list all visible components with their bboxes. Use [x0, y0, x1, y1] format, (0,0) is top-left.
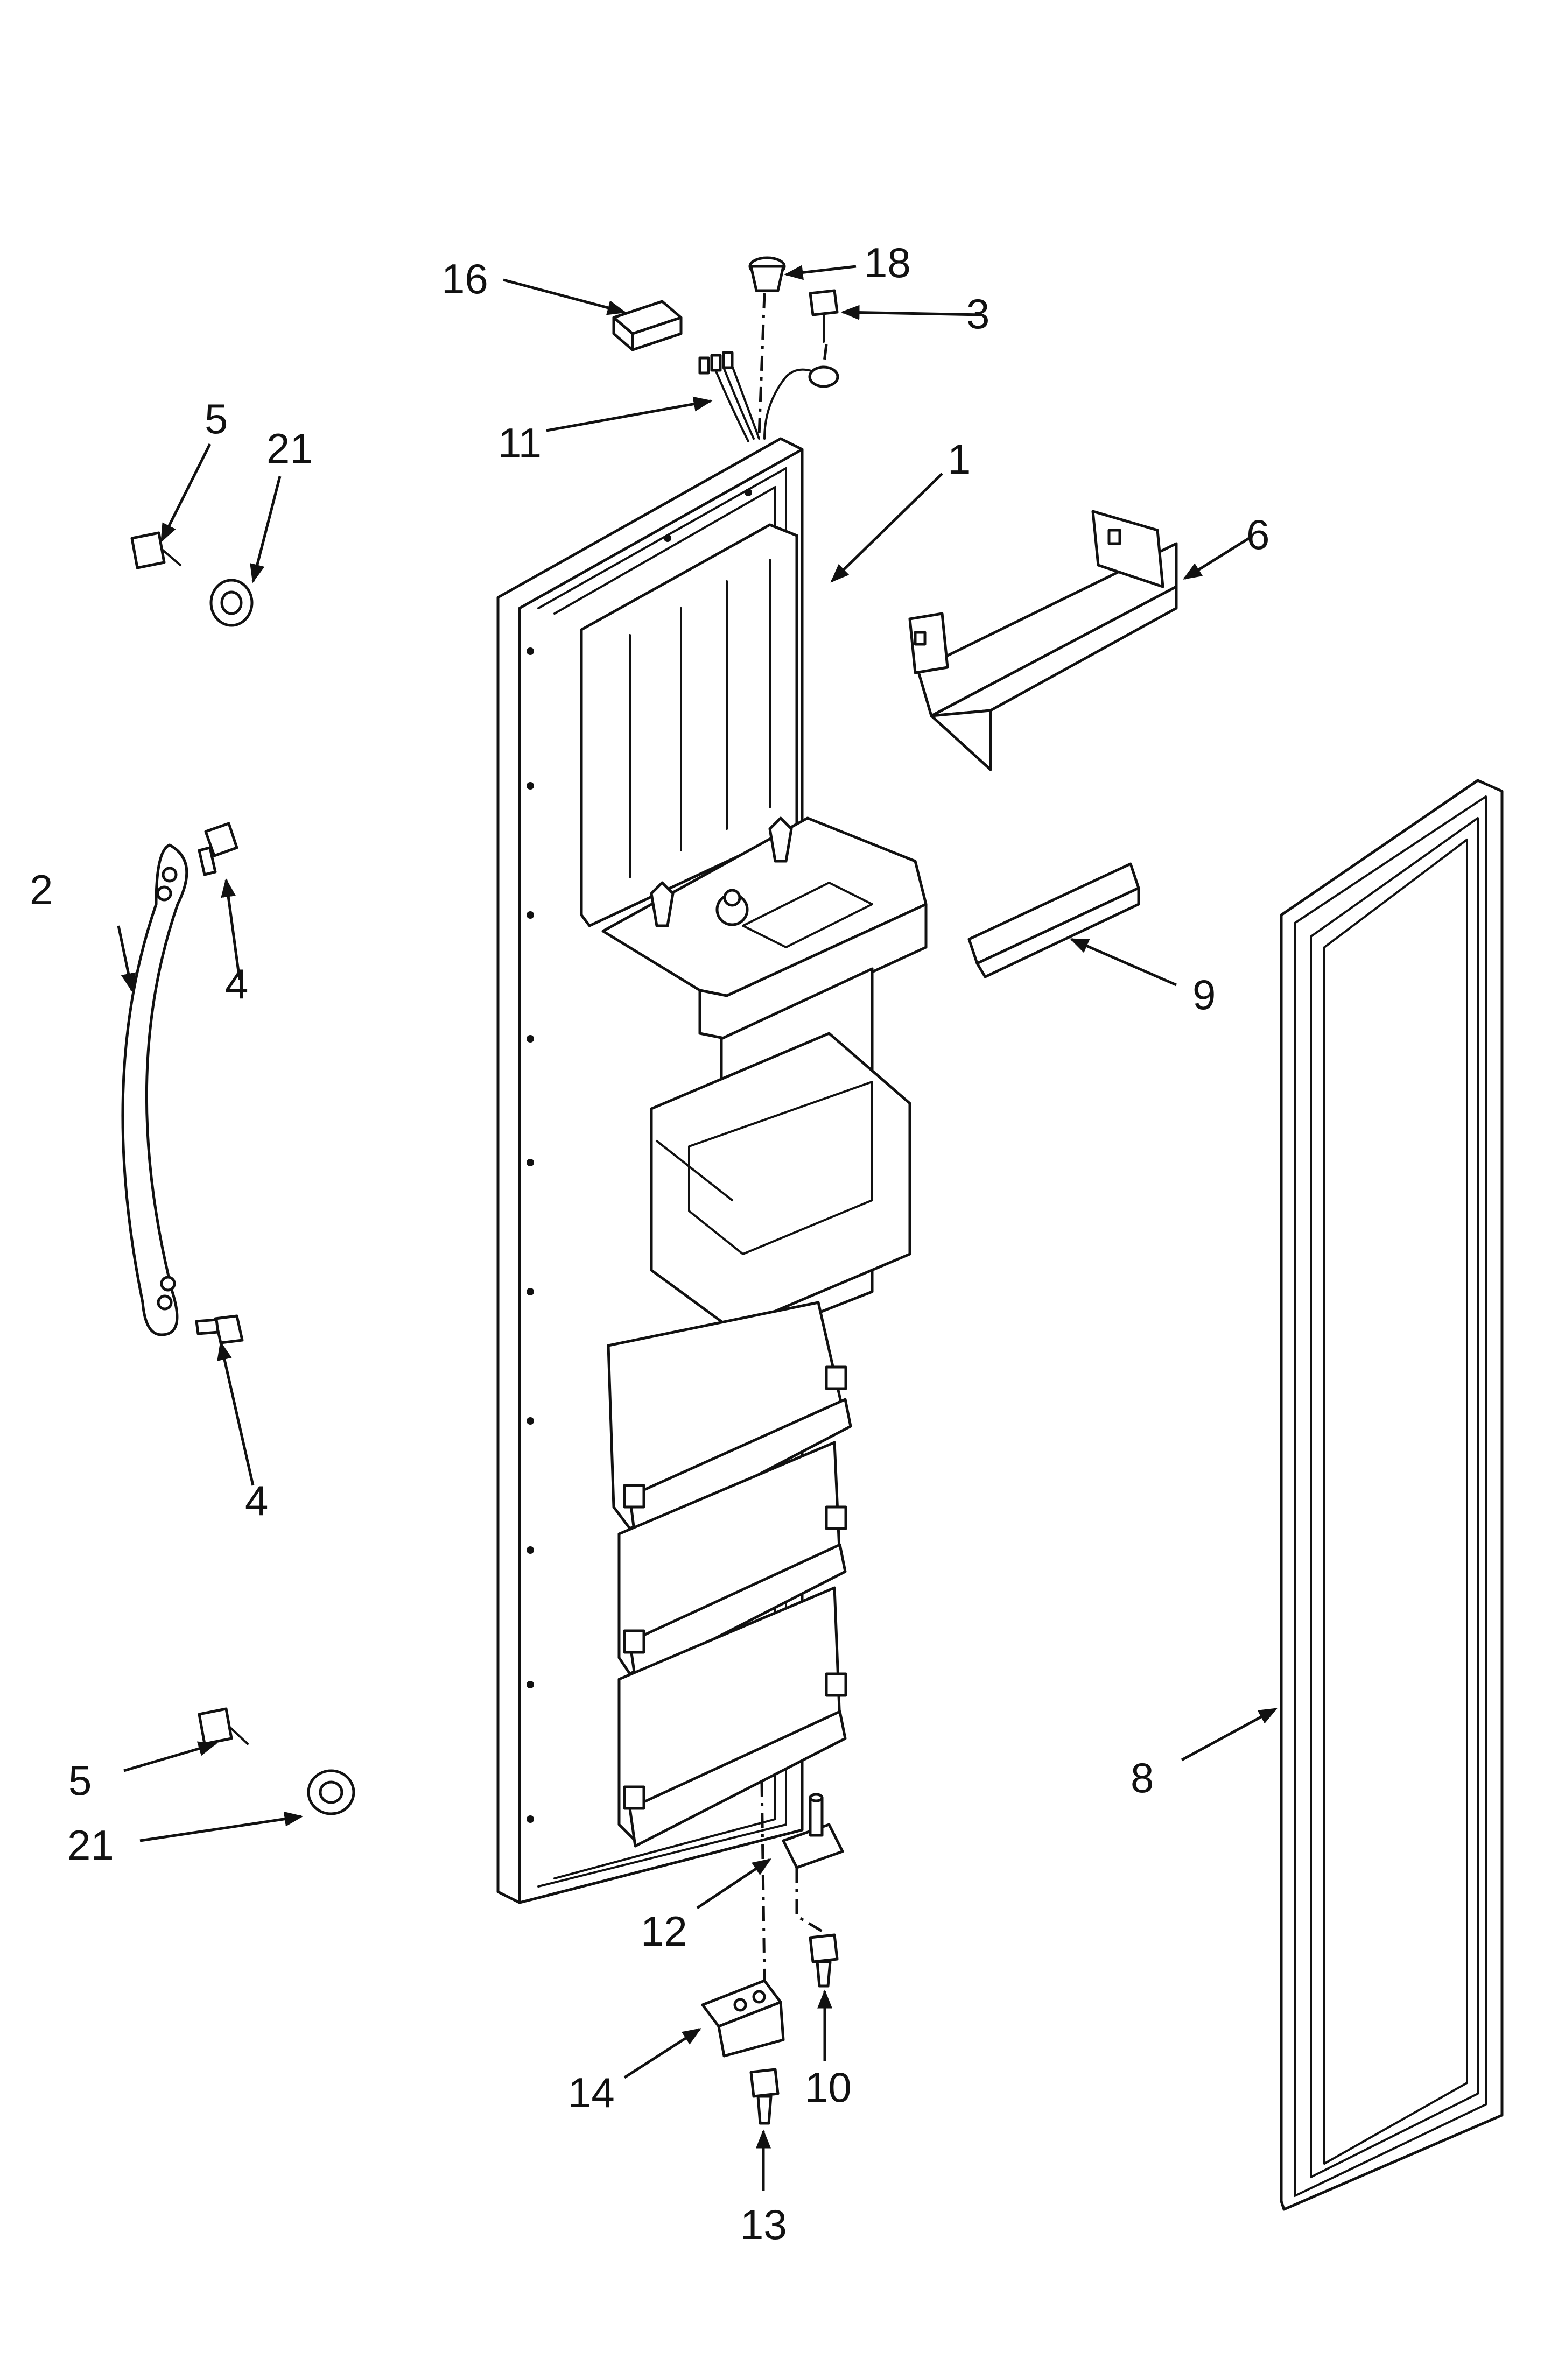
- callout-4-lower: 4: [245, 1477, 268, 1524]
- lower-handle-spacer: [307, 1769, 355, 1815]
- callout-labels: 1 2 3 4 4 5 5 6 8 9 10 11 12 13 14 16 18…: [30, 239, 1269, 2248]
- callout-21-lower: 21: [67, 1821, 114, 1869]
- callout-4-upper: 4: [225, 960, 248, 1008]
- callout-5-upper: 5: [205, 395, 228, 442]
- callout-11: 11: [498, 419, 542, 467]
- leader-lines: [117, 265, 1278, 2191]
- hinge-pin-bracket: [782, 1793, 844, 1869]
- callout-8: 8: [1131, 1754, 1154, 1801]
- handle-screw-upper: [198, 822, 238, 876]
- callout-21-upper: 21: [266, 425, 313, 472]
- door-gasket: [1280, 779, 1504, 2211]
- lower-hinge: [701, 1979, 785, 2058]
- callout-9: 9: [1192, 971, 1216, 1018]
- ground-screw: [809, 289, 839, 343]
- door-mounting-holes: [527, 489, 752, 1823]
- door-handle: [121, 843, 188, 1336]
- door-liner-assembly: [496, 437, 928, 1904]
- upper-handle-spacer: [209, 579, 254, 627]
- callout-18: 18: [864, 239, 911, 286]
- handle-screw-lower: [195, 1314, 244, 1344]
- upper-handle-mount-screw: [130, 531, 181, 569]
- callout-12: 12: [641, 1907, 687, 1955]
- trim-strip: [967, 862, 1140, 978]
- door-bin: [908, 510, 1178, 771]
- lower-handle-mount-screw: [198, 1707, 249, 1745]
- callout-13: 13: [740, 2201, 787, 2248]
- wire-connector: [612, 300, 683, 351]
- callout-3: 3: [966, 290, 989, 337]
- hinge-screw: [809, 1933, 839, 1988]
- callout-1: 1: [948, 435, 971, 483]
- callout-2: 2: [30, 866, 53, 913]
- callout-14: 14: [568, 2069, 615, 2116]
- wire-harness: [698, 351, 839, 442]
- callout-6: 6: [1246, 511, 1269, 558]
- callout-5-lower: 5: [68, 1757, 92, 1804]
- callout-10: 10: [805, 2064, 852, 2111]
- plug-button: [748, 256, 786, 292]
- door-shelves: [607, 1301, 852, 1848]
- callout-16: 16: [441, 255, 488, 302]
- hinge-mount-screw: [749, 2068, 780, 2125]
